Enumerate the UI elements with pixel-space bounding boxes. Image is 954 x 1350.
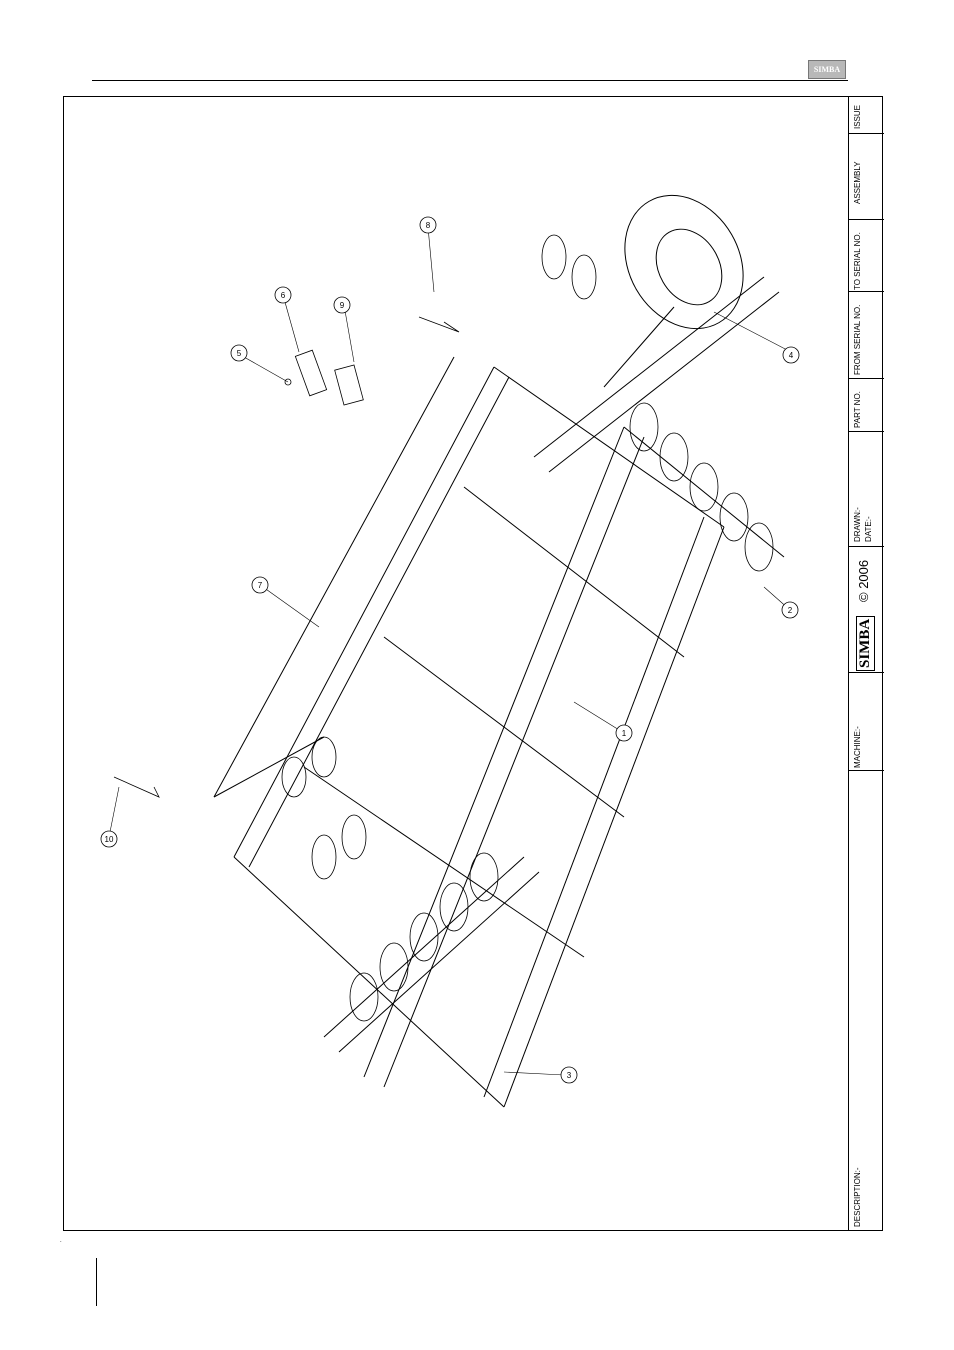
part-no-cell: PART NO. <box>849 379 884 432</box>
title-block: ISSUE ASSEMBLY TO SERIAL NO. FROM SERIAL… <box>848 96 883 1231</box>
drawn-date-cell: DRAWN:- DATE:- <box>849 432 884 547</box>
description-cell: DESCRIPTION:- <box>849 771 884 1231</box>
machine-cell: MACHINE:- <box>849 673 884 771</box>
callout-5: 5 <box>237 349 242 358</box>
machine-label: MACHINE:- <box>853 726 862 768</box>
callout-4: 4 <box>789 351 794 360</box>
description-label: DESCRIPTION:- <box>853 1167 862 1227</box>
frame-rail <box>484 517 704 1097</box>
page-mark: . <box>60 1238 62 1244</box>
callout-1: 1 <box>622 729 627 738</box>
drawn-label: DRAWN:- <box>853 507 862 542</box>
callout-7: 7 <box>258 581 263 590</box>
to-serial-label: TO SERIAL NO. <box>853 232 862 290</box>
exploded-view-drawing: 1 2 3 4 5 6 7 8 9 10 <box>64 97 848 1230</box>
issue-label: ISSUE <box>853 105 862 129</box>
from-serial-label: FROM SERIAL NO. <box>853 305 862 375</box>
from-serial-cell: FROM SERIAL NO. <box>849 292 884 379</box>
callout-8: 8 <box>426 221 431 230</box>
callout-3: 3 <box>567 1071 572 1080</box>
issue-cell: ISSUE <box>849 96 884 134</box>
callout-2: 2 <box>788 606 793 615</box>
part-no-label: PART NO. <box>853 391 862 428</box>
simba-logo: SIMBA <box>808 60 846 79</box>
callout-9: 9 <box>340 301 345 310</box>
callout-10: 10 <box>105 835 114 844</box>
assembly-cell: ASSEMBLY <box>849 134 884 220</box>
brand-mark: SIMBA <box>856 616 875 671</box>
brand-cell: SIMBA © 2006 <box>849 547 884 673</box>
to-serial-cell: TO SERIAL NO. <box>849 220 884 292</box>
header-rule <box>92 80 848 81</box>
footer-rule <box>96 1258 97 1306</box>
date-label: DATE:- <box>864 516 873 542</box>
assembly-label: ASSEMBLY <box>853 161 862 204</box>
callout-6: 6 <box>281 291 286 300</box>
copyright-text: © 2006 <box>856 560 871 602</box>
